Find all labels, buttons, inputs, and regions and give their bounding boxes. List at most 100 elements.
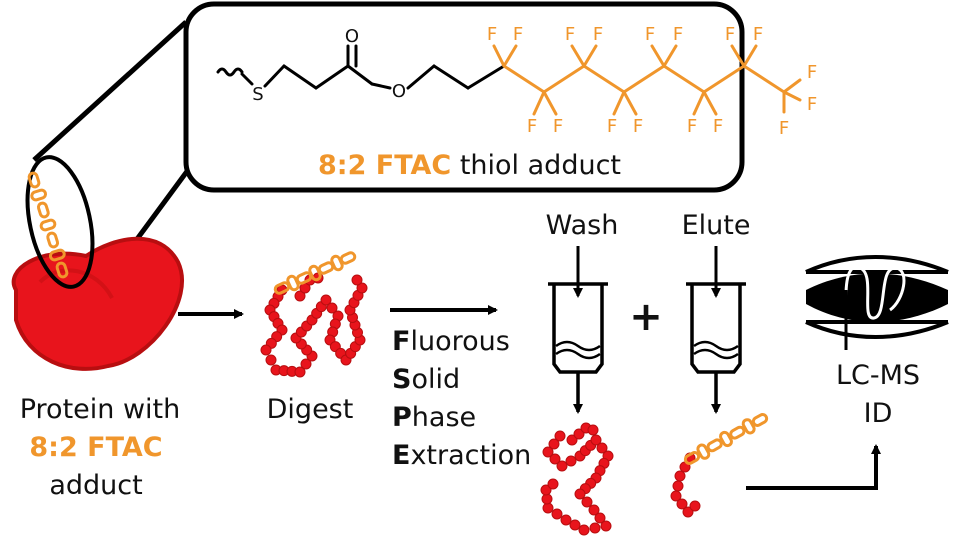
protein-label-line2: 8:2 FTAC — [29, 432, 162, 463]
fluorine-atom: F — [687, 116, 697, 137]
bead — [682, 506, 694, 518]
peptide-beads-icon — [670, 452, 701, 518]
bead — [265, 354, 277, 366]
protein-label-line1: Protein with — [20, 394, 181, 425]
caption-bold: 8:2 FTAC — [318, 150, 451, 181]
chain-link — [46, 231, 60, 249]
bead — [689, 500, 701, 512]
bead — [326, 302, 338, 314]
bead — [554, 430, 566, 442]
bead — [672, 480, 684, 492]
bead — [540, 484, 552, 496]
fluorine-atom: F — [779, 118, 789, 139]
fluorine-atom: F — [807, 62, 817, 83]
chain-link — [683, 451, 701, 465]
fluorine-atom: F — [673, 24, 683, 45]
fluorine-atom: F — [607, 116, 617, 137]
bead — [574, 488, 586, 500]
bead — [573, 428, 585, 440]
bead — [588, 504, 600, 516]
bead — [260, 344, 272, 356]
spe-cartridge-icon — [686, 246, 746, 414]
peptide-beads-icon — [540, 422, 614, 536]
fluorine-atom: F — [593, 24, 603, 45]
chain-link — [30, 188, 48, 202]
fluorine-atom: F — [633, 116, 643, 137]
bead — [676, 498, 688, 510]
bead — [547, 478, 559, 490]
chain-icon — [273, 251, 357, 295]
bead — [565, 455, 577, 467]
fluorine-atom: F — [725, 24, 735, 45]
bead — [566, 434, 578, 446]
bead — [589, 522, 601, 534]
wash-label: Wash — [546, 210, 619, 241]
chain-link — [729, 425, 746, 440]
bead — [541, 493, 553, 505]
bead — [351, 274, 363, 286]
bead — [600, 520, 612, 532]
bead — [548, 438, 560, 450]
protein-label-line3: adduct — [49, 470, 142, 501]
protein-blob-icon — [11, 236, 185, 371]
spe-line-fluorous: Fluorous — [392, 326, 510, 357]
fluorine-atom: F — [807, 94, 817, 115]
zoom-line-top — [32, 20, 188, 162]
lcms-column-icon — [805, 255, 949, 350]
bead — [320, 294, 332, 306]
bead — [560, 514, 572, 526]
chain-icon — [683, 413, 769, 465]
chain-link — [55, 261, 69, 279]
fluorine-atom: F — [713, 116, 723, 137]
bead — [590, 434, 602, 446]
bead — [542, 502, 554, 514]
fluorine-atom: F — [527, 116, 537, 137]
bead — [551, 508, 563, 520]
bead — [670, 490, 682, 502]
spe-acronym: Fluorous Solid Phase Extraction — [392, 326, 531, 471]
chain-link — [696, 443, 711, 460]
bead — [294, 366, 306, 378]
chain-link — [751, 413, 769, 427]
bead — [596, 442, 608, 454]
arrow-to-lcms — [746, 444, 881, 490]
chain-link — [48, 248, 66, 262]
chain-link — [719, 430, 733, 448]
ftac-molecule — [216, 44, 506, 90]
caption-rest: thiol adduct — [451, 150, 621, 181]
bead — [294, 290, 306, 302]
bead — [674, 470, 686, 482]
fluorine-atom: F — [565, 24, 575, 45]
spe-line-solid: Solid — [392, 364, 460, 395]
bead — [549, 453, 561, 465]
bead — [356, 282, 368, 294]
fluorine-atom: F — [487, 24, 497, 45]
bead — [581, 496, 593, 508]
zoom-ellipse — [25, 155, 95, 289]
sulfur-atom: S — [252, 84, 263, 105]
chain-link — [706, 438, 723, 453]
ester-oxygen-atom: O — [392, 81, 406, 102]
lcms-label-line1: LC-MS — [836, 360, 920, 391]
spe-line-phase: Phase — [392, 402, 476, 433]
chain-link — [339, 251, 357, 265]
chain-link — [741, 418, 756, 435]
digest-label: Digest — [267, 394, 354, 425]
carbonyl-oxygen-atom: O — [345, 26, 359, 47]
bead — [569, 519, 581, 531]
wavy-attachment — [216, 67, 244, 77]
fluorine-atom: F — [645, 24, 655, 45]
spe-cartridge-icon — [548, 246, 608, 414]
elute-label: Elute — [682, 210, 751, 241]
bead — [587, 424, 599, 436]
bead — [542, 446, 554, 458]
structure-caption: 8:2 FTAC thiol adduct — [318, 150, 621, 181]
callout-box — [183, 1, 745, 193]
fluorine-atom: F — [553, 116, 563, 137]
lcms-label-line2: ID — [864, 398, 893, 429]
bead — [594, 512, 606, 524]
peptide-beads-icon — [260, 272, 368, 378]
